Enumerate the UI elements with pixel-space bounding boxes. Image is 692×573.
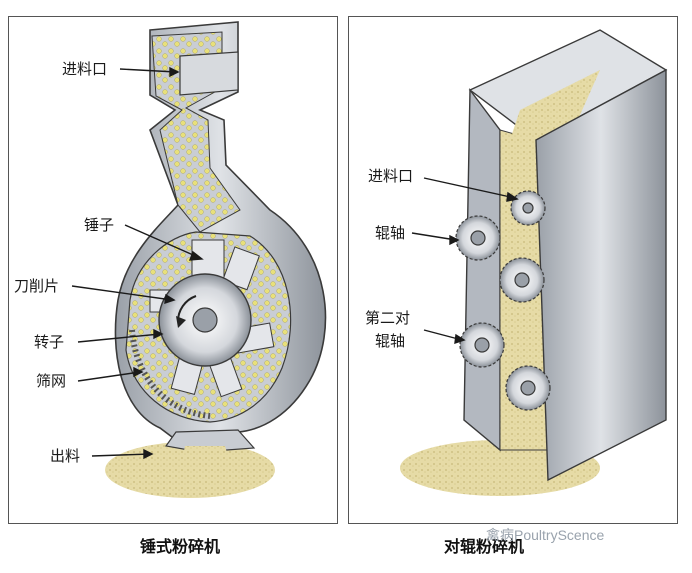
hopper-grain bbox=[510, 70, 600, 160]
label-screen: 筛网 bbox=[36, 372, 67, 390]
label-rotor: 转子 bbox=[34, 333, 65, 351]
label-blade: 刀削片 bbox=[14, 277, 60, 295]
hammer-mill-leaders bbox=[71, 66, 204, 460]
label-inlet: 进料口 bbox=[62, 60, 108, 78]
caption-hammer-mill: 锤式粉碎机 bbox=[140, 537, 221, 556]
watermark-text: 禽病PoultryScence bbox=[486, 527, 605, 543]
label-outlet: 出料 bbox=[50, 447, 81, 465]
rollers bbox=[455, 190, 551, 411]
caption-roller-mill: 对辊粉碎机 bbox=[444, 537, 525, 556]
hammer-mill-drawing bbox=[71, 21, 327, 498]
label-hammer: 锤子 bbox=[84, 216, 115, 234]
screen-mesh bbox=[129, 329, 211, 419]
label-second-roller-line2: 辊轴 bbox=[375, 332, 406, 350]
outlet-meal-stream bbox=[180, 446, 232, 470]
label-roller: 辊轴 bbox=[375, 224, 406, 242]
label-second-roller-line1: 第二对 bbox=[365, 309, 411, 327]
roller-mill-leaders bbox=[411, 177, 519, 345]
arrowhead-icon bbox=[176, 316, 186, 328]
rotor-shaft bbox=[192, 307, 218, 333]
roller-mill-drawing bbox=[400, 29, 668, 496]
front-panel bbox=[535, 68, 667, 482]
label-roller-inlet: 进料口 bbox=[368, 167, 414, 185]
left-side-panel bbox=[463, 87, 501, 452]
inlet-opening bbox=[179, 51, 239, 96]
